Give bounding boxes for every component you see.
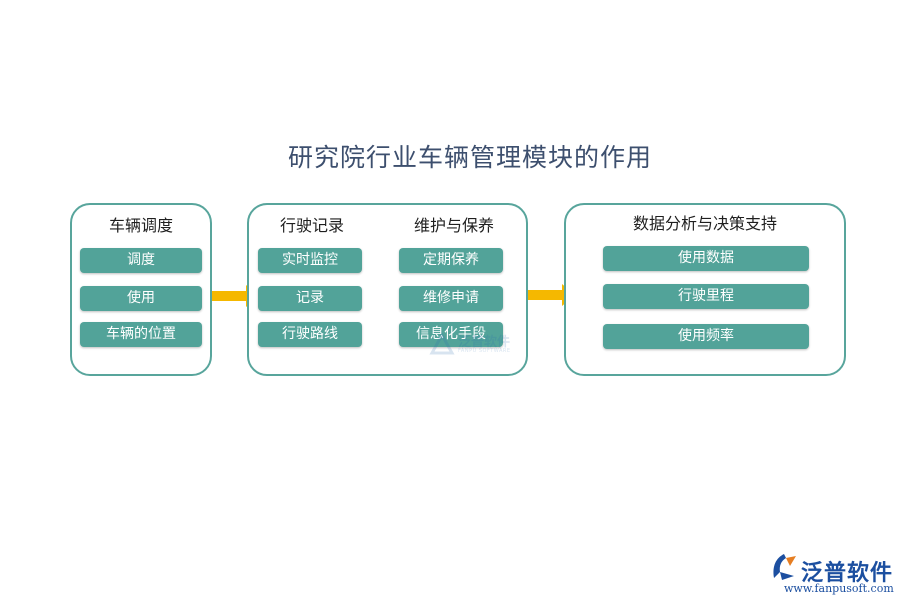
- panel2-item-record: 记录: [258, 286, 362, 311]
- panel2-item-realtime-monitor: 实时监控: [258, 248, 362, 273]
- diagram-title: 研究院行业车辆管理模块的作用: [287, 143, 652, 172]
- panel2-item-scheduled-maintenance: 定期保养: [399, 248, 503, 273]
- watermark-subtext: FANPU SOFTWARE: [458, 348, 511, 354]
- panel2-item-repair-request: 维修申请: [399, 286, 503, 311]
- fanpu-logo-icon: [773, 554, 796, 580]
- panel3-item-usage-data: 使用数据: [603, 246, 809, 271]
- panel2-right-heading: 维护与保养: [413, 216, 494, 235]
- panel2-item-route: 行驶路线: [258, 322, 362, 347]
- panel1-item-location: 车辆的位置: [80, 322, 202, 347]
- panel2-left-heading: 行驶记录: [279, 216, 344, 235]
- panel2-item-informatization: 信息化手段: [399, 322, 503, 347]
- panel3-item-mileage: 行驶里程: [603, 284, 809, 309]
- arrow-right-icon: [528, 284, 575, 306]
- watermark-text: 泛普软件: [458, 335, 511, 350]
- brand-logo: 泛普软件 www.fanpusoft.com: [768, 552, 894, 595]
- panel1-heading: 车辆调度: [108, 216, 173, 235]
- logo-url: www.fanpusoft.com: [784, 582, 894, 595]
- panel1-item-use: 使用: [80, 286, 202, 311]
- panel3-heading: 数据分析与决策支持: [632, 214, 777, 233]
- panel3-item-frequency: 使用频率: [603, 324, 809, 349]
- panel1-item-dispatch: 调度: [80, 248, 202, 273]
- watermark-logo-icon: [429, 331, 455, 355]
- watermark: 泛普软件 FANPU SOFTWARE: [428, 331, 510, 361]
- logo-text: 泛普软件: [801, 561, 894, 586]
